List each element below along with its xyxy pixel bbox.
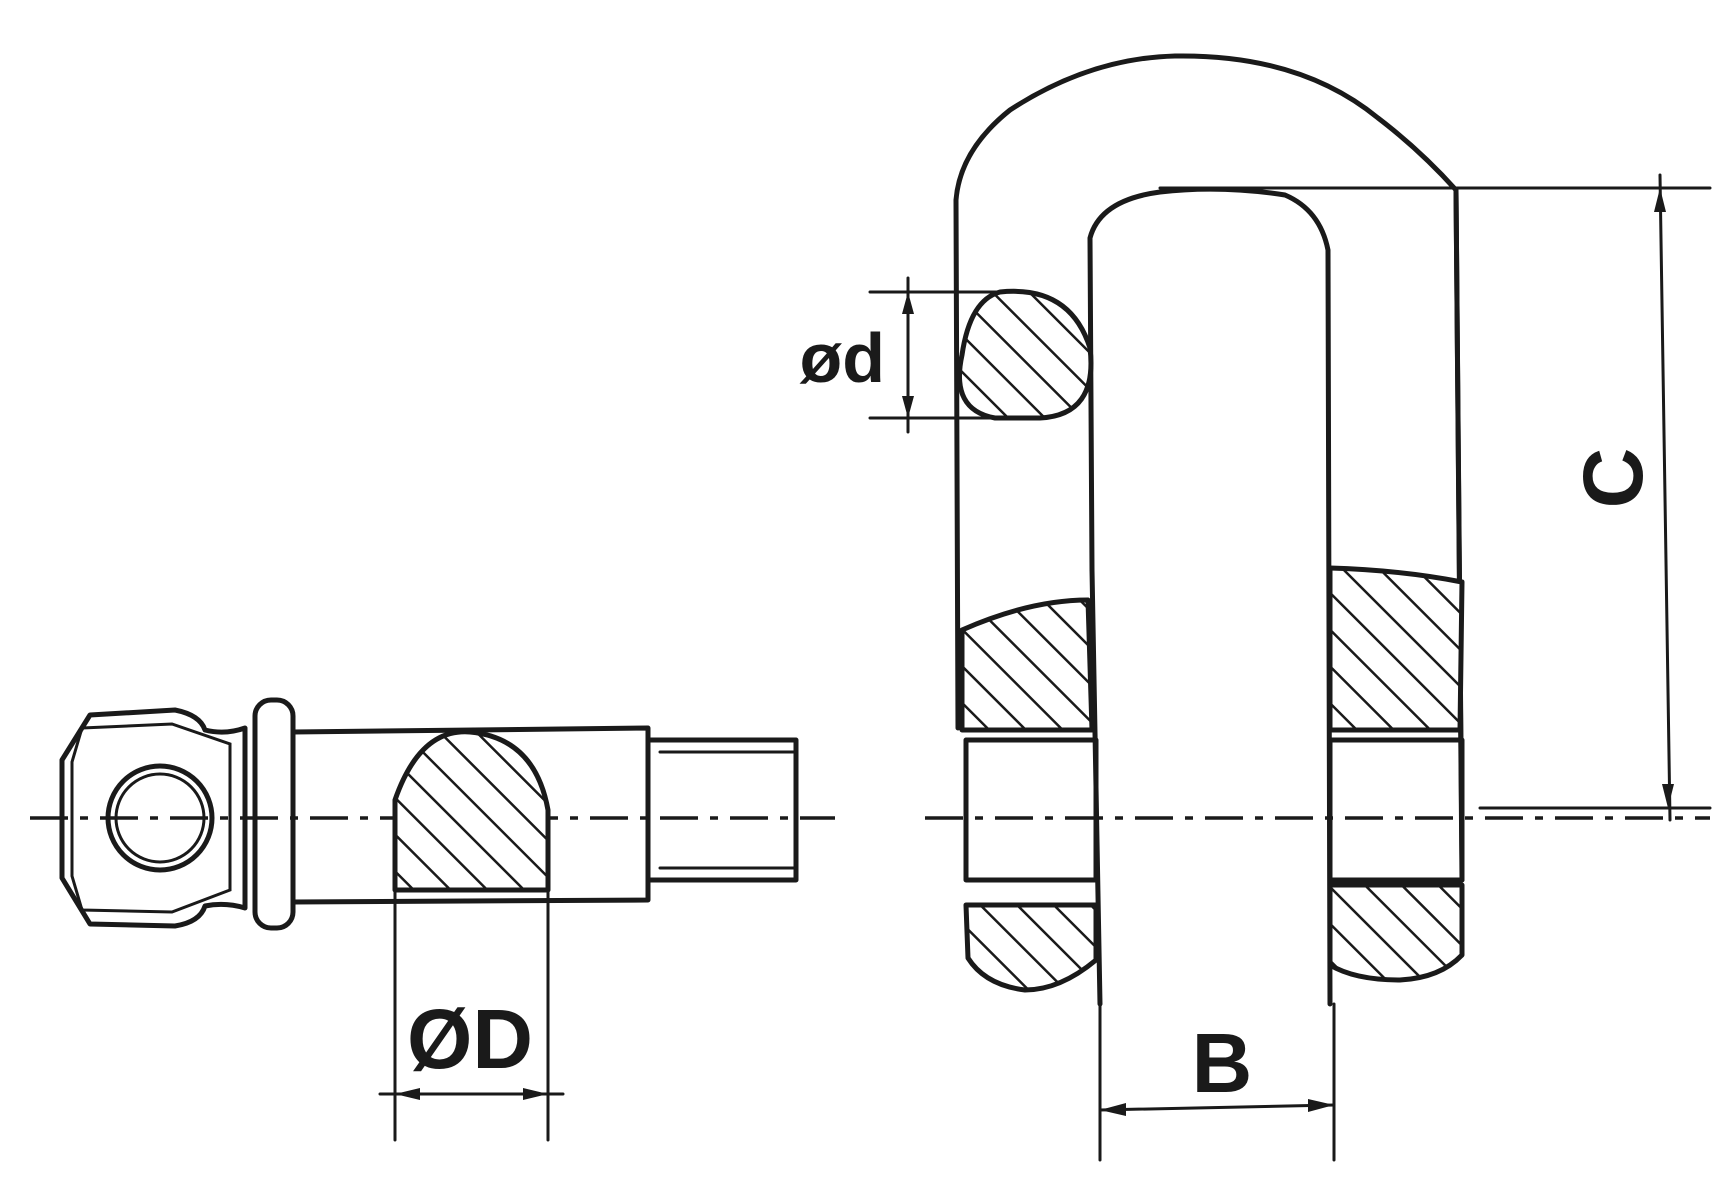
right-ear-section-lower: [1327, 882, 1465, 983]
pin-side-view: ØD: [30, 697, 835, 1142]
dim-c-arrow-bottom: [1662, 784, 1674, 808]
label-pin-diameter: ØD: [407, 992, 533, 1086]
left-ear-section-lower: [963, 902, 1099, 993]
dim-od-small-arrow-bottom: [902, 396, 914, 418]
shackle-body-view: ød C B: [799, 53, 1712, 1162]
label-body-diameter: ød: [799, 319, 885, 397]
pin-eye-hole: [105, 763, 215, 873]
left-ear-section-upper: [959, 597, 1095, 733]
dim-od-arrow-right: [523, 1088, 548, 1100]
shackle-outer-bow: [953, 53, 1465, 863]
pin-thread-end: [645, 737, 799, 883]
label-inside-length: C: [1566, 448, 1660, 509]
pin-cross-section: [392, 729, 551, 893]
right-ear-section-upper: [1327, 565, 1465, 733]
dim-od-arrow-left: [395, 1088, 420, 1100]
shackle-inner-bow: [1087, 186, 1333, 1007]
dim-b-arrow-right: [1308, 1099, 1334, 1112]
pin-through-left-ear: [963, 737, 1099, 883]
body-cross-section: [956, 288, 1094, 421]
dim-c-line: [1658, 173, 1672, 822]
pin-collar: [252, 697, 296, 931]
pin-eye-hole-inner: [114, 772, 206, 864]
dim-c-arrow-top: [1654, 188, 1666, 212]
dim-b-arrow-left: [1100, 1103, 1126, 1116]
pin-through-right-ear: [1327, 737, 1465, 883]
pin-eye-head-inner: [70, 722, 232, 914]
dim-od-small-arrow-top: [902, 292, 914, 314]
pin-eye-head: [59, 707, 248, 929]
dim-b-line: [1098, 1103, 1336, 1112]
label-inside-width: B: [1192, 1016, 1253, 1110]
